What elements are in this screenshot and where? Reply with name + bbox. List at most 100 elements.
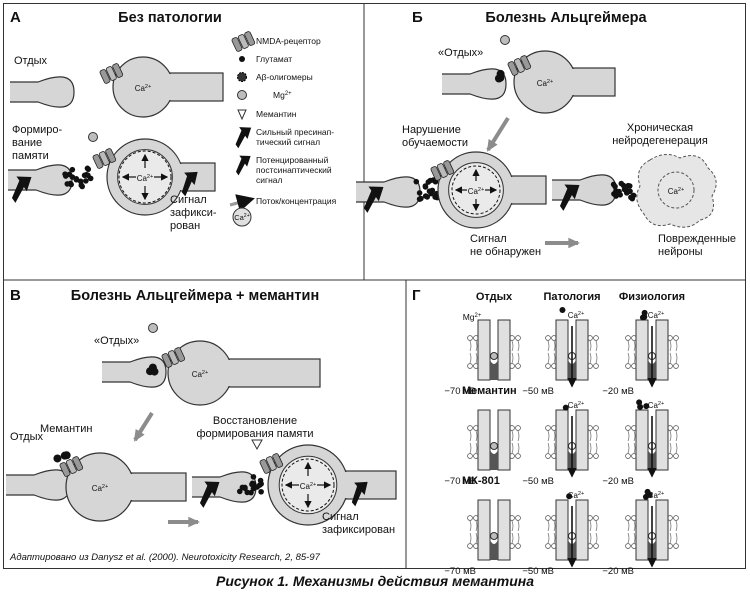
lipid-tail xyxy=(547,340,550,364)
panel-c-ca-active: Ca2+ xyxy=(300,482,317,491)
panel-c-postsynaptic-signal xyxy=(351,481,368,507)
presynaptic-terminal xyxy=(356,176,421,208)
glutamate-dot xyxy=(611,191,617,197)
receptor-subunit xyxy=(65,459,77,474)
presynaptic-terminal xyxy=(102,356,167,388)
legend-label-3: Аβ-олигомеры xyxy=(256,72,313,82)
glutamate-dot xyxy=(627,188,633,195)
channel-subunit-right xyxy=(575,409,589,471)
receptor-subunit xyxy=(72,456,84,471)
lipid-tail xyxy=(627,340,630,364)
lipid-head xyxy=(593,335,599,341)
panel-a-signal-line-1: Сигнал xyxy=(170,194,207,206)
dashed-ring xyxy=(281,458,335,512)
damaged-neuron-outline xyxy=(636,154,717,228)
lipid-tail xyxy=(633,430,636,454)
glutamate-dot xyxy=(257,477,264,484)
lipid-tail xyxy=(669,430,672,454)
panel-b-neuron-rest xyxy=(513,50,616,114)
legend-label-7: постсинаптический xyxy=(256,165,332,175)
arrow-shape xyxy=(363,186,384,213)
glutamate-dot xyxy=(637,403,644,410)
inner-compartment xyxy=(117,149,173,205)
receptor-subunit xyxy=(167,350,179,365)
lipid-tail xyxy=(595,430,598,454)
panel-a-mg-ion xyxy=(88,132,98,142)
glutamate-dot xyxy=(83,178,89,184)
panel-c-presynaptic-rest2 xyxy=(6,469,71,501)
lipid-tail xyxy=(511,430,514,454)
lipid-head xyxy=(467,425,473,431)
lipid-tail xyxy=(469,430,472,454)
abeta-oligomer xyxy=(53,454,62,463)
panel-d-col-head-3: Физиология xyxy=(619,291,685,303)
lipid-tail xyxy=(553,340,556,364)
channel-subunit-left xyxy=(635,319,649,381)
glutamate-dot xyxy=(69,166,76,173)
channel-subunit-right xyxy=(497,499,511,561)
channel-subunit-right xyxy=(497,409,511,471)
damaged-neuron-core xyxy=(657,171,695,209)
lipid-tail xyxy=(553,520,556,544)
lipid-head xyxy=(545,543,551,549)
panel-a-neuron-active xyxy=(106,138,216,216)
glutamate-dot xyxy=(85,166,92,173)
panel-d-channel-r1-c2 xyxy=(545,319,599,388)
lipid-head xyxy=(625,335,631,341)
arrow-shape xyxy=(199,481,220,508)
panel-d-channel-r3-c1 xyxy=(467,499,521,561)
panel-a-postsynaptic-signal xyxy=(181,171,198,197)
junction-fill xyxy=(177,164,187,190)
glutamate-dot xyxy=(566,493,573,500)
glutamate-dot xyxy=(643,403,650,410)
receptor-subunit xyxy=(161,353,173,368)
panel-c-title: Болезнь Альцгеймера + мемантин xyxy=(71,288,319,304)
panel-c-nmda-active xyxy=(259,453,284,474)
glutamate-dot xyxy=(621,186,628,193)
lipid-tail xyxy=(589,430,592,454)
glutamate-dot xyxy=(618,180,625,187)
panel-c-presynaptic-rest xyxy=(102,356,167,388)
receptor-subunit xyxy=(92,154,104,169)
panel-b-ca-active: Ca2+ xyxy=(468,187,485,196)
panel-b-learning-line-1: Нарушение xyxy=(402,124,461,136)
lipid-head xyxy=(625,543,631,549)
inner-compartment xyxy=(278,455,338,515)
glutamate-dot xyxy=(62,173,69,179)
strong-signal-arrow-icon xyxy=(235,127,252,149)
glutamate-dot xyxy=(249,481,255,488)
lipid-head xyxy=(593,453,599,459)
receptor-subunit xyxy=(112,63,124,78)
presynaptic-terminal xyxy=(10,76,75,108)
channel-subunit-left xyxy=(477,409,491,471)
receptor-subunit xyxy=(105,66,117,81)
legend-label-8: Поток/концентрация xyxy=(256,196,337,206)
channel-pore xyxy=(490,360,498,380)
nmda-receptor-icon xyxy=(231,31,256,52)
panel-b-no-signal-line-2: не обнаружен xyxy=(470,246,541,258)
mg-block xyxy=(490,352,498,360)
channel-subunit-left xyxy=(555,319,569,381)
panel-d-channel-r2-c3 xyxy=(625,409,679,478)
glutamate-dot xyxy=(64,181,71,187)
panel-b-rest: «Отдых» xyxy=(438,47,483,59)
panel-b-learning-line-2: обучаемости xyxy=(402,137,468,149)
panel-d-ca-label: Ca2+ xyxy=(648,401,665,410)
panel-b-calcium-flux xyxy=(451,165,501,215)
channel-subunit-left xyxy=(555,499,569,561)
receptor-subunit xyxy=(513,58,525,73)
channel-subunit-right xyxy=(497,319,511,381)
glutamate-dot xyxy=(416,190,423,196)
lipid-tail xyxy=(553,430,556,454)
lipid-tail xyxy=(675,520,678,544)
arrow-shape xyxy=(235,155,251,176)
legend-label-5: Мемантин xyxy=(256,109,297,119)
legend-label-2: Глутамат xyxy=(256,54,292,64)
channel-subunit-left xyxy=(555,409,569,471)
memantine-icon xyxy=(237,109,247,121)
lipid-head xyxy=(673,335,679,341)
panel-b-progression-arrow-head xyxy=(568,237,580,249)
glutamate-dot xyxy=(644,488,651,495)
lipid-tail xyxy=(627,430,630,454)
panel-d-channel-r1-c3 xyxy=(625,319,679,388)
